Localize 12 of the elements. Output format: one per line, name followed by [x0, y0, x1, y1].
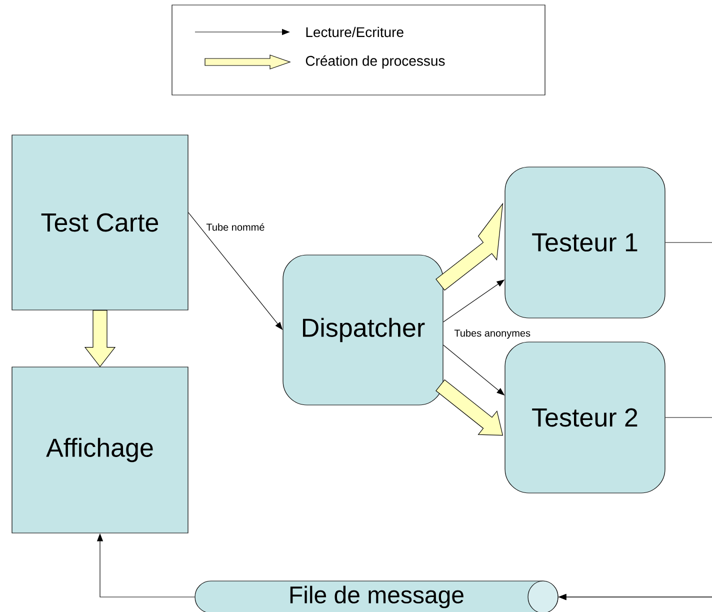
pipe-label: Tubes anonymes [453, 328, 532, 340]
block-arrow [436, 202, 504, 291]
process-box: Testeur 1 [504, 166, 666, 318]
block-arrow [84, 310, 116, 368]
process-box: Affichage [12, 366, 188, 534]
edge-label: Tube nommé [206, 223, 264, 231]
process-box: Dispatcher [282, 254, 444, 406]
process-box: Test Carte [12, 134, 188, 310]
legend-text: Création de processus [306, 55, 445, 69]
message-queue: File de message [194, 580, 558, 612]
legend-text: Lecture/Ecriture [306, 26, 404, 38]
process-box: Testeur 2 [504, 342, 666, 494]
